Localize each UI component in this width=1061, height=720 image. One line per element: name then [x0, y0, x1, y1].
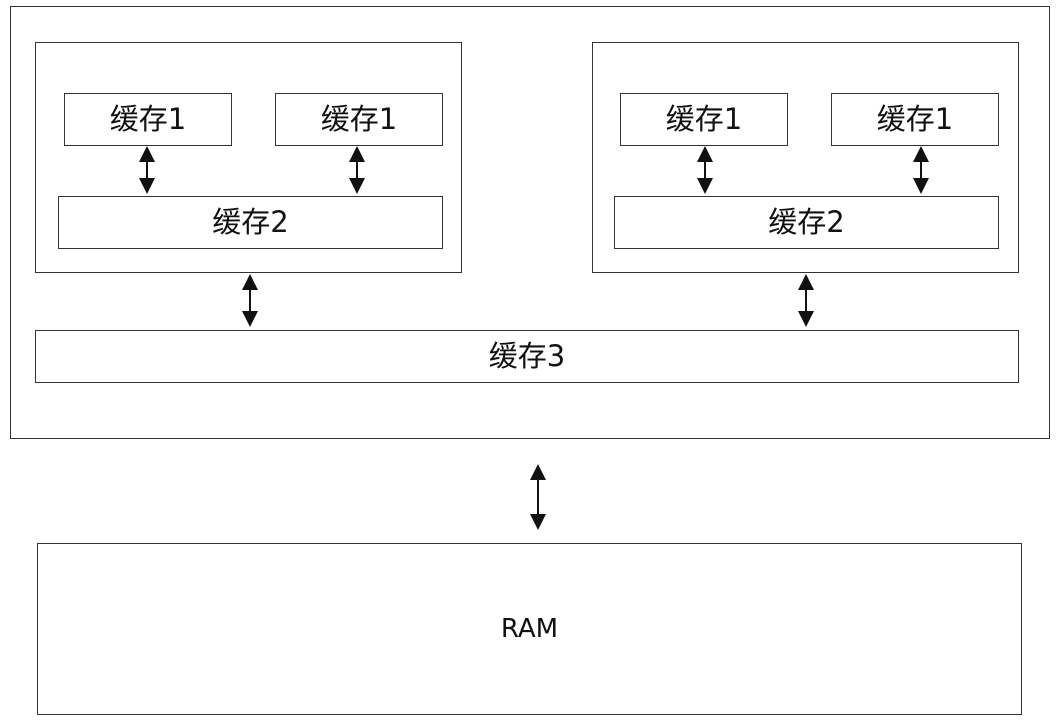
- l1-cache-box: 缓存1: [275, 93, 443, 146]
- l2-cache-box: 缓存2: [58, 196, 443, 249]
- l1-cache-box: 缓存1: [64, 93, 232, 146]
- l1-cache-box: 缓存1: [620, 93, 788, 146]
- l1-cache-box: 缓存1: [831, 93, 999, 146]
- l1-cache-label: 缓存1: [320, 102, 398, 136]
- l2-cache-label: 缓存2: [768, 205, 845, 239]
- l2-cache-label: 缓存2: [212, 205, 289, 239]
- l2-cache-box: 缓存2: [614, 196, 999, 249]
- l1-cache-label: 缓存1: [876, 102, 954, 136]
- ram-label: RAM: [500, 614, 559, 644]
- ram-box: RAM: [37, 543, 1022, 715]
- l3-cache-label: 缓存3: [488, 339, 566, 373]
- l1-cache-label: 缓存1: [665, 102, 743, 136]
- l1-cache-label: 缓存1: [109, 102, 187, 136]
- l3-cache-box: 缓存3: [35, 330, 1019, 383]
